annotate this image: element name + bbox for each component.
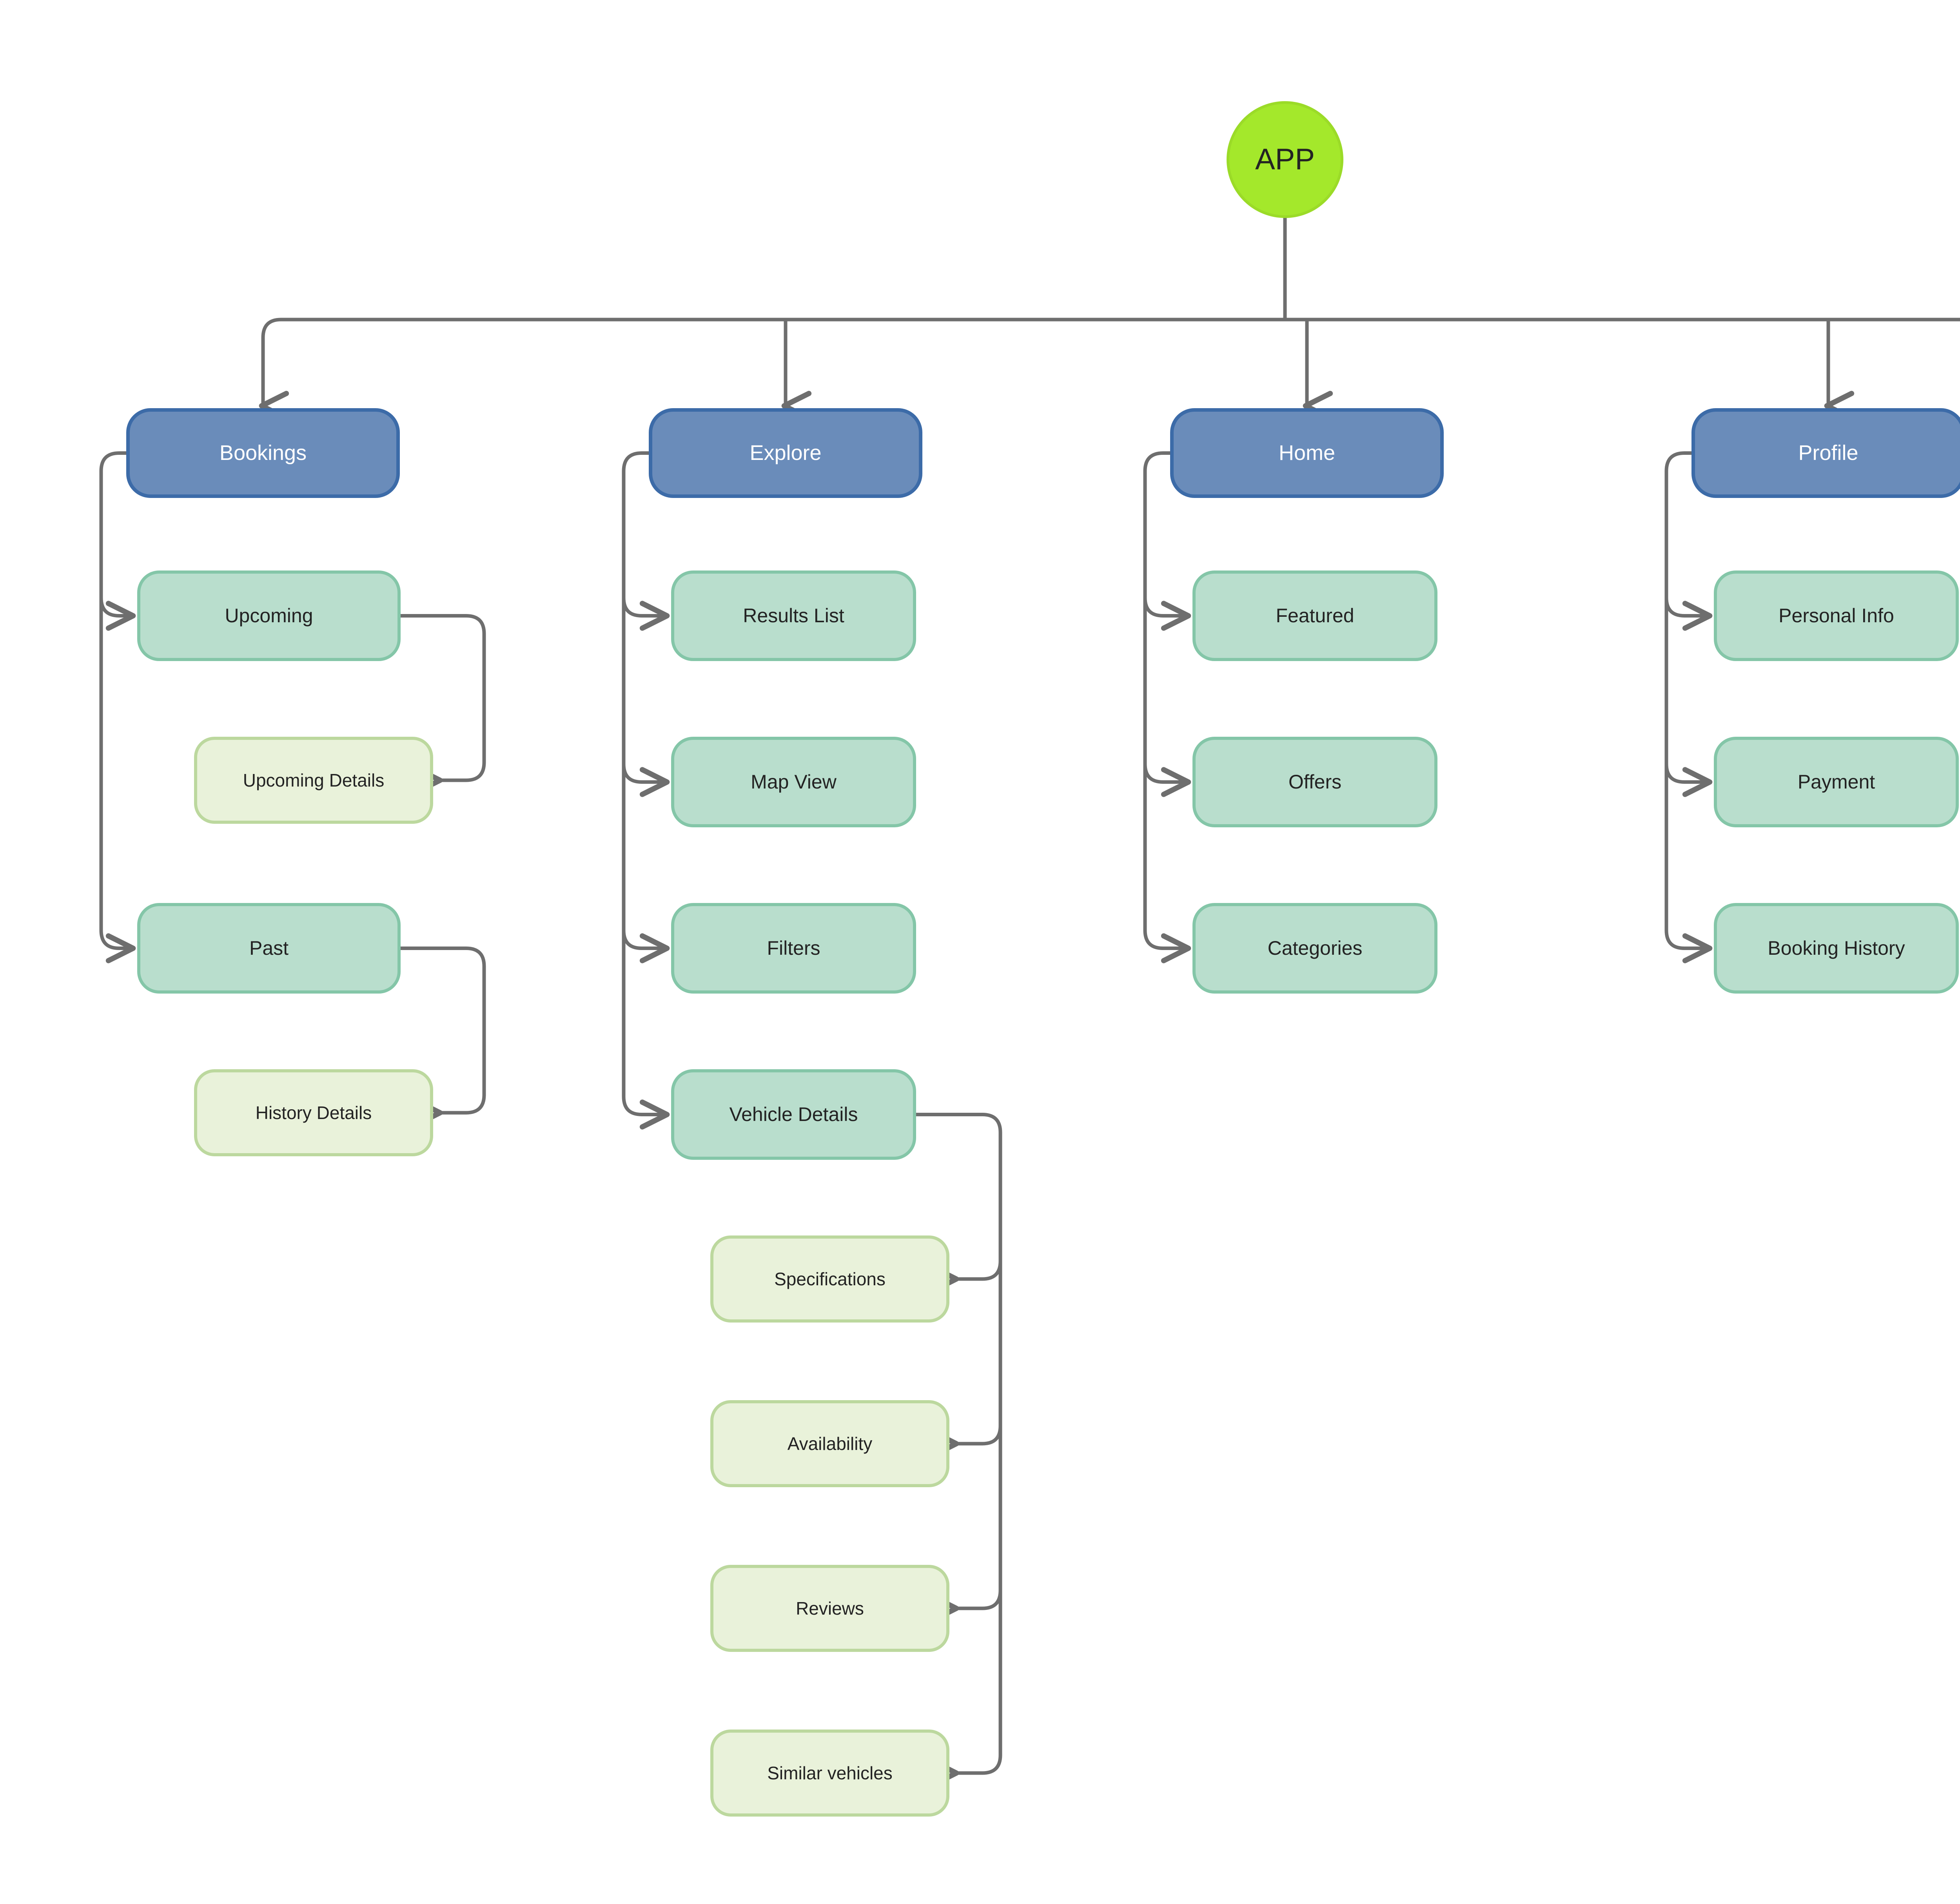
node-payment[interactable]: Payment xyxy=(1714,737,1959,827)
node-offers[interactable]: Offers xyxy=(1192,737,1437,827)
node-similar-vehicles[interactable]: Similar vehicles xyxy=(710,1730,949,1817)
node-label: Categories xyxy=(1267,937,1363,959)
node-label: Personal Info xyxy=(1779,604,1894,627)
node-personal-info[interactable]: Personal Info xyxy=(1714,570,1959,661)
node-label: Payment xyxy=(1797,770,1875,793)
node-label: History Details xyxy=(255,1102,372,1123)
node-label: Explore xyxy=(750,441,822,465)
node-history-details[interactable]: History Details xyxy=(194,1069,433,1156)
node-past[interactable]: Past xyxy=(137,903,401,994)
node-upcoming-details[interactable]: Upcoming Details xyxy=(194,737,433,824)
node-reviews-explore[interactable]: Reviews xyxy=(710,1565,949,1652)
node-label: Booking History xyxy=(1768,937,1905,959)
node-label: Availability xyxy=(787,1433,873,1454)
node-bookings[interactable]: Bookings xyxy=(126,408,400,498)
node-label: Results List xyxy=(743,604,844,627)
node-label: Upcoming xyxy=(225,604,313,627)
node-profile[interactable]: Profile xyxy=(1691,408,1960,498)
node-label: Featured xyxy=(1276,604,1354,627)
node-featured[interactable]: Featured xyxy=(1192,570,1437,661)
node-booking-history[interactable]: Booking History xyxy=(1714,903,1959,994)
node-label: Reviews xyxy=(796,1598,864,1619)
node-vehicle-details[interactable]: Vehicle Details xyxy=(671,1069,916,1160)
node-label: Filters xyxy=(767,937,820,959)
node-home[interactable]: Home xyxy=(1170,408,1444,498)
node-categories[interactable]: Categories xyxy=(1192,903,1437,994)
node-label: Specifications xyxy=(774,1268,886,1289)
node-map-view[interactable]: Map View xyxy=(671,737,916,827)
node-label: Offers xyxy=(1288,770,1342,793)
node-specifications[interactable]: Specifications xyxy=(710,1235,949,1323)
node-label: Home xyxy=(1278,441,1336,465)
node-availability[interactable]: Availability xyxy=(710,1400,949,1487)
node-label: Bookings xyxy=(219,441,307,465)
node-label: Upcoming Details xyxy=(243,770,385,790)
node-label: Similar vehicles xyxy=(767,1762,893,1783)
node-app-root[interactable]: APP xyxy=(1227,101,1343,218)
node-label: Map View xyxy=(751,770,837,793)
node-label: Vehicle Details xyxy=(729,1103,858,1125)
node-label: Past xyxy=(249,937,289,959)
node-label: Profile xyxy=(1798,441,1858,465)
node-upcoming[interactable]: Upcoming xyxy=(137,570,401,661)
node-explore[interactable]: Explore xyxy=(649,408,922,498)
node-results-list[interactable]: Results List xyxy=(671,570,916,661)
node-filters[interactable]: Filters xyxy=(671,903,916,994)
node-label: APP xyxy=(1255,143,1315,176)
